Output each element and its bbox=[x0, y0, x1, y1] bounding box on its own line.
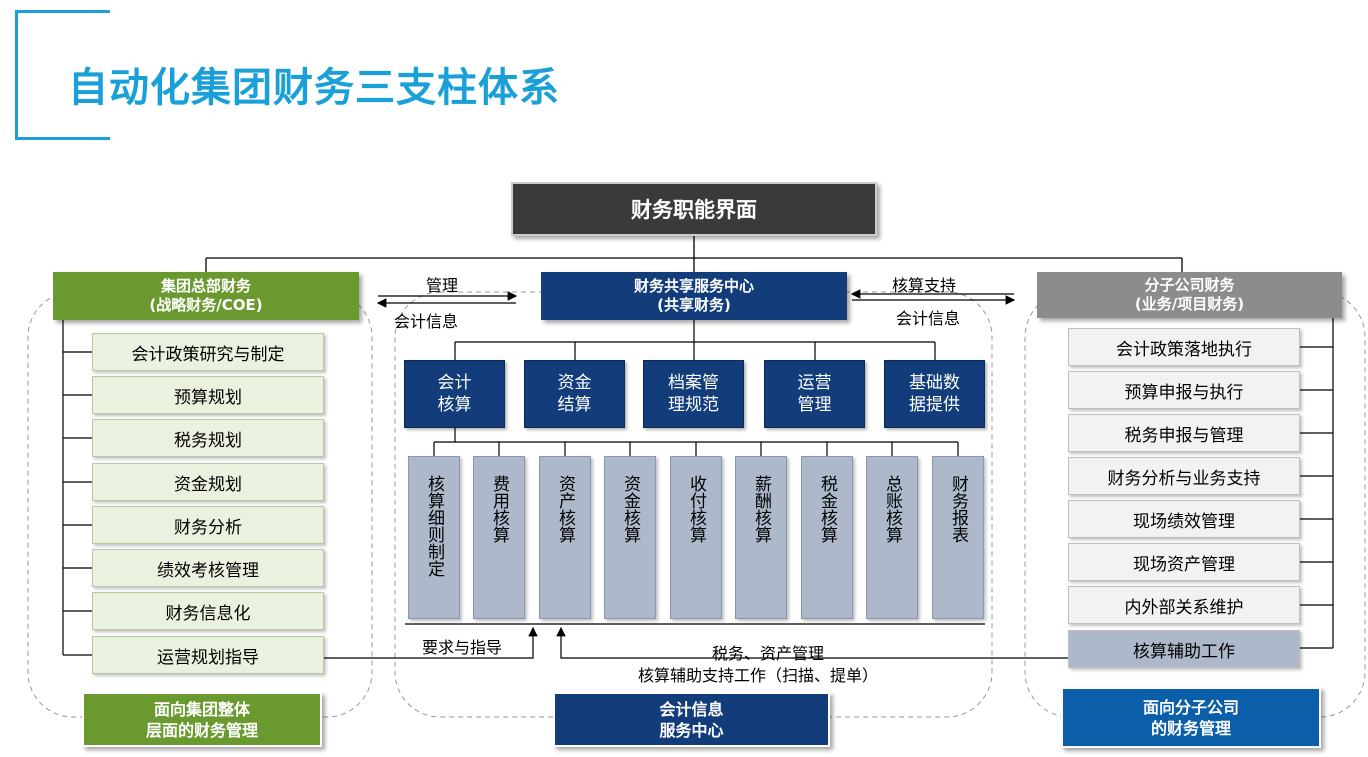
subsidiary-finance-header: 分子公司财务 (业务/项目财务) bbox=[1037, 272, 1342, 318]
flow-label-requirements: 要求与指导 bbox=[422, 638, 503, 657]
flow-label-accounting-info-right: 会计信息 bbox=[896, 309, 961, 328]
finance-interface-box: 财务职能界面 bbox=[511, 182, 877, 236]
left-item: 税务规划 bbox=[92, 419, 324, 457]
top-distribution bbox=[205, 236, 1183, 272]
function-box: 档案管 理规范 bbox=[643, 360, 744, 428]
page-title: 自动化集团财务三支柱体系 bbox=[68, 65, 560, 111]
function-box: 会计 核算 bbox=[404, 360, 505, 428]
footer-subsidiary-management: 面向分子公司 的财务管理 bbox=[1061, 687, 1321, 748]
flow-label-tax-assets: 税务、资产管理 bbox=[712, 644, 825, 663]
function-box: 资金 结算 bbox=[524, 360, 625, 428]
function-box: 运营 管理 bbox=[764, 360, 865, 428]
accounting-column: 总账核算 bbox=[866, 456, 918, 619]
right-item: 财务分析与业务支持 bbox=[1068, 457, 1300, 495]
right-item: 内外部关系维护 bbox=[1068, 586, 1300, 624]
right-item: 现场绩效管理 bbox=[1068, 500, 1300, 538]
left-tree bbox=[62, 320, 92, 656]
accounting-column: 收付核算 bbox=[670, 456, 722, 619]
function-box: 基础数 据提供 bbox=[884, 360, 985, 428]
footer-accounting-service: 会计信息 服务中心 bbox=[553, 692, 830, 747]
shared-service-header: 财务共享服务中心 (共享财务) bbox=[541, 272, 847, 320]
group-hq-finance-header: 集团总部财务 (战略财务/COE) bbox=[53, 272, 359, 320]
flow-label-manage: 管理 bbox=[426, 276, 459, 295]
accounting-column: 费用核算 bbox=[473, 456, 525, 619]
flow-label-accounting-info-left: 会计信息 bbox=[394, 312, 459, 331]
accounting-column: 财务报表 bbox=[932, 456, 984, 619]
left-item: 运营规划指导 bbox=[92, 636, 324, 674]
footer-group-management: 面向集团整体 层面的财务管理 bbox=[82, 692, 322, 747]
accounting-column: 资产核算 bbox=[539, 456, 591, 619]
left-item: 预算规划 bbox=[92, 376, 324, 414]
right-zone bbox=[1024, 291, 1366, 718]
bracket-gap bbox=[104, 13, 110, 113]
right-tree bbox=[1300, 318, 1334, 649]
flow-label-accounting-support: 核算支持 bbox=[892, 276, 957, 295]
right-item: 预算申报与执行 bbox=[1068, 371, 1300, 409]
accounting-column: 资金核算 bbox=[604, 456, 656, 619]
flow-arrows bbox=[376, 289, 1016, 308]
accounting-column: 核算细则制定 bbox=[408, 456, 460, 619]
left-item: 会计政策研究与制定 bbox=[92, 333, 324, 371]
bottom-flows bbox=[323, 626, 1068, 659]
accounting-column: 薪酬核算 bbox=[735, 456, 787, 619]
right-item: 会计政策落地执行 bbox=[1068, 328, 1300, 366]
left-item: 财务分析 bbox=[92, 506, 324, 544]
right-item-highlight: 核算辅助工作 bbox=[1068, 630, 1300, 668]
title-bracket bbox=[15, 10, 110, 140]
left-item: 绩效考核管理 bbox=[92, 549, 324, 587]
accounting-column: 税金核算 bbox=[801, 456, 853, 619]
right-item: 税务申报与管理 bbox=[1068, 414, 1300, 452]
left-item: 财务信息化 bbox=[92, 592, 324, 630]
right-item: 现场资产管理 bbox=[1068, 543, 1300, 581]
left-item: 资金规划 bbox=[92, 463, 324, 501]
flow-label-support-work: 核算辅助支持工作（扫描、提单） bbox=[638, 666, 879, 685]
center-tree bbox=[405, 320, 985, 625]
